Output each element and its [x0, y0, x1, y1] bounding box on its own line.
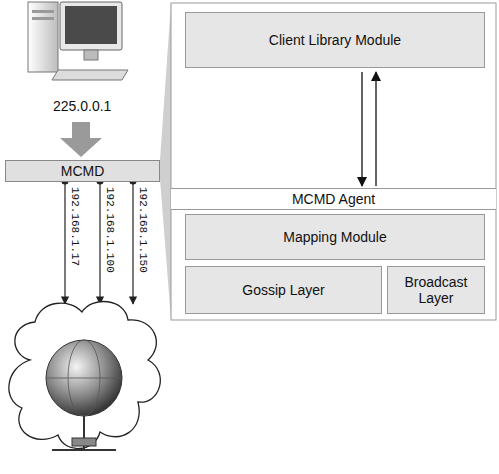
zoom-wedge [160, 3, 171, 320]
multicast-address: 225.0.0.1 [53, 98, 111, 114]
agent-band: MCMD Agent [171, 188, 496, 210]
flow-arrow [60, 122, 102, 157]
detail-panel [171, 3, 496, 320]
ip-address: 192.168.1.17 [69, 186, 81, 267]
node-label: MCMD Agent [292, 191, 375, 207]
network-cloud [9, 302, 160, 450]
computer-icon [28, 2, 128, 80]
node-label: Gossip Layer [242, 282, 324, 298]
connector-arrow [375, 72, 376, 186]
ip-address: 192.168.1.100 [104, 186, 116, 274]
component-box: MCMD [5, 160, 160, 182]
layer-box: Gossip Layer [185, 266, 382, 314]
node-label: MCMD [61, 163, 105, 179]
ip-address: 192.168.1.150 [137, 186, 149, 274]
node-label: Broadcast Layer [393, 274, 479, 306]
node-label: Client Library Module [269, 32, 401, 48]
module-box: Client Library Module [185, 12, 485, 68]
node-label: Mapping Module [283, 229, 387, 245]
layer-box: Broadcast Layer [387, 266, 485, 314]
connector-arrow [361, 72, 362, 186]
unicast-arrows [62, 178, 136, 304]
module-box: Mapping Module [185, 214, 485, 260]
